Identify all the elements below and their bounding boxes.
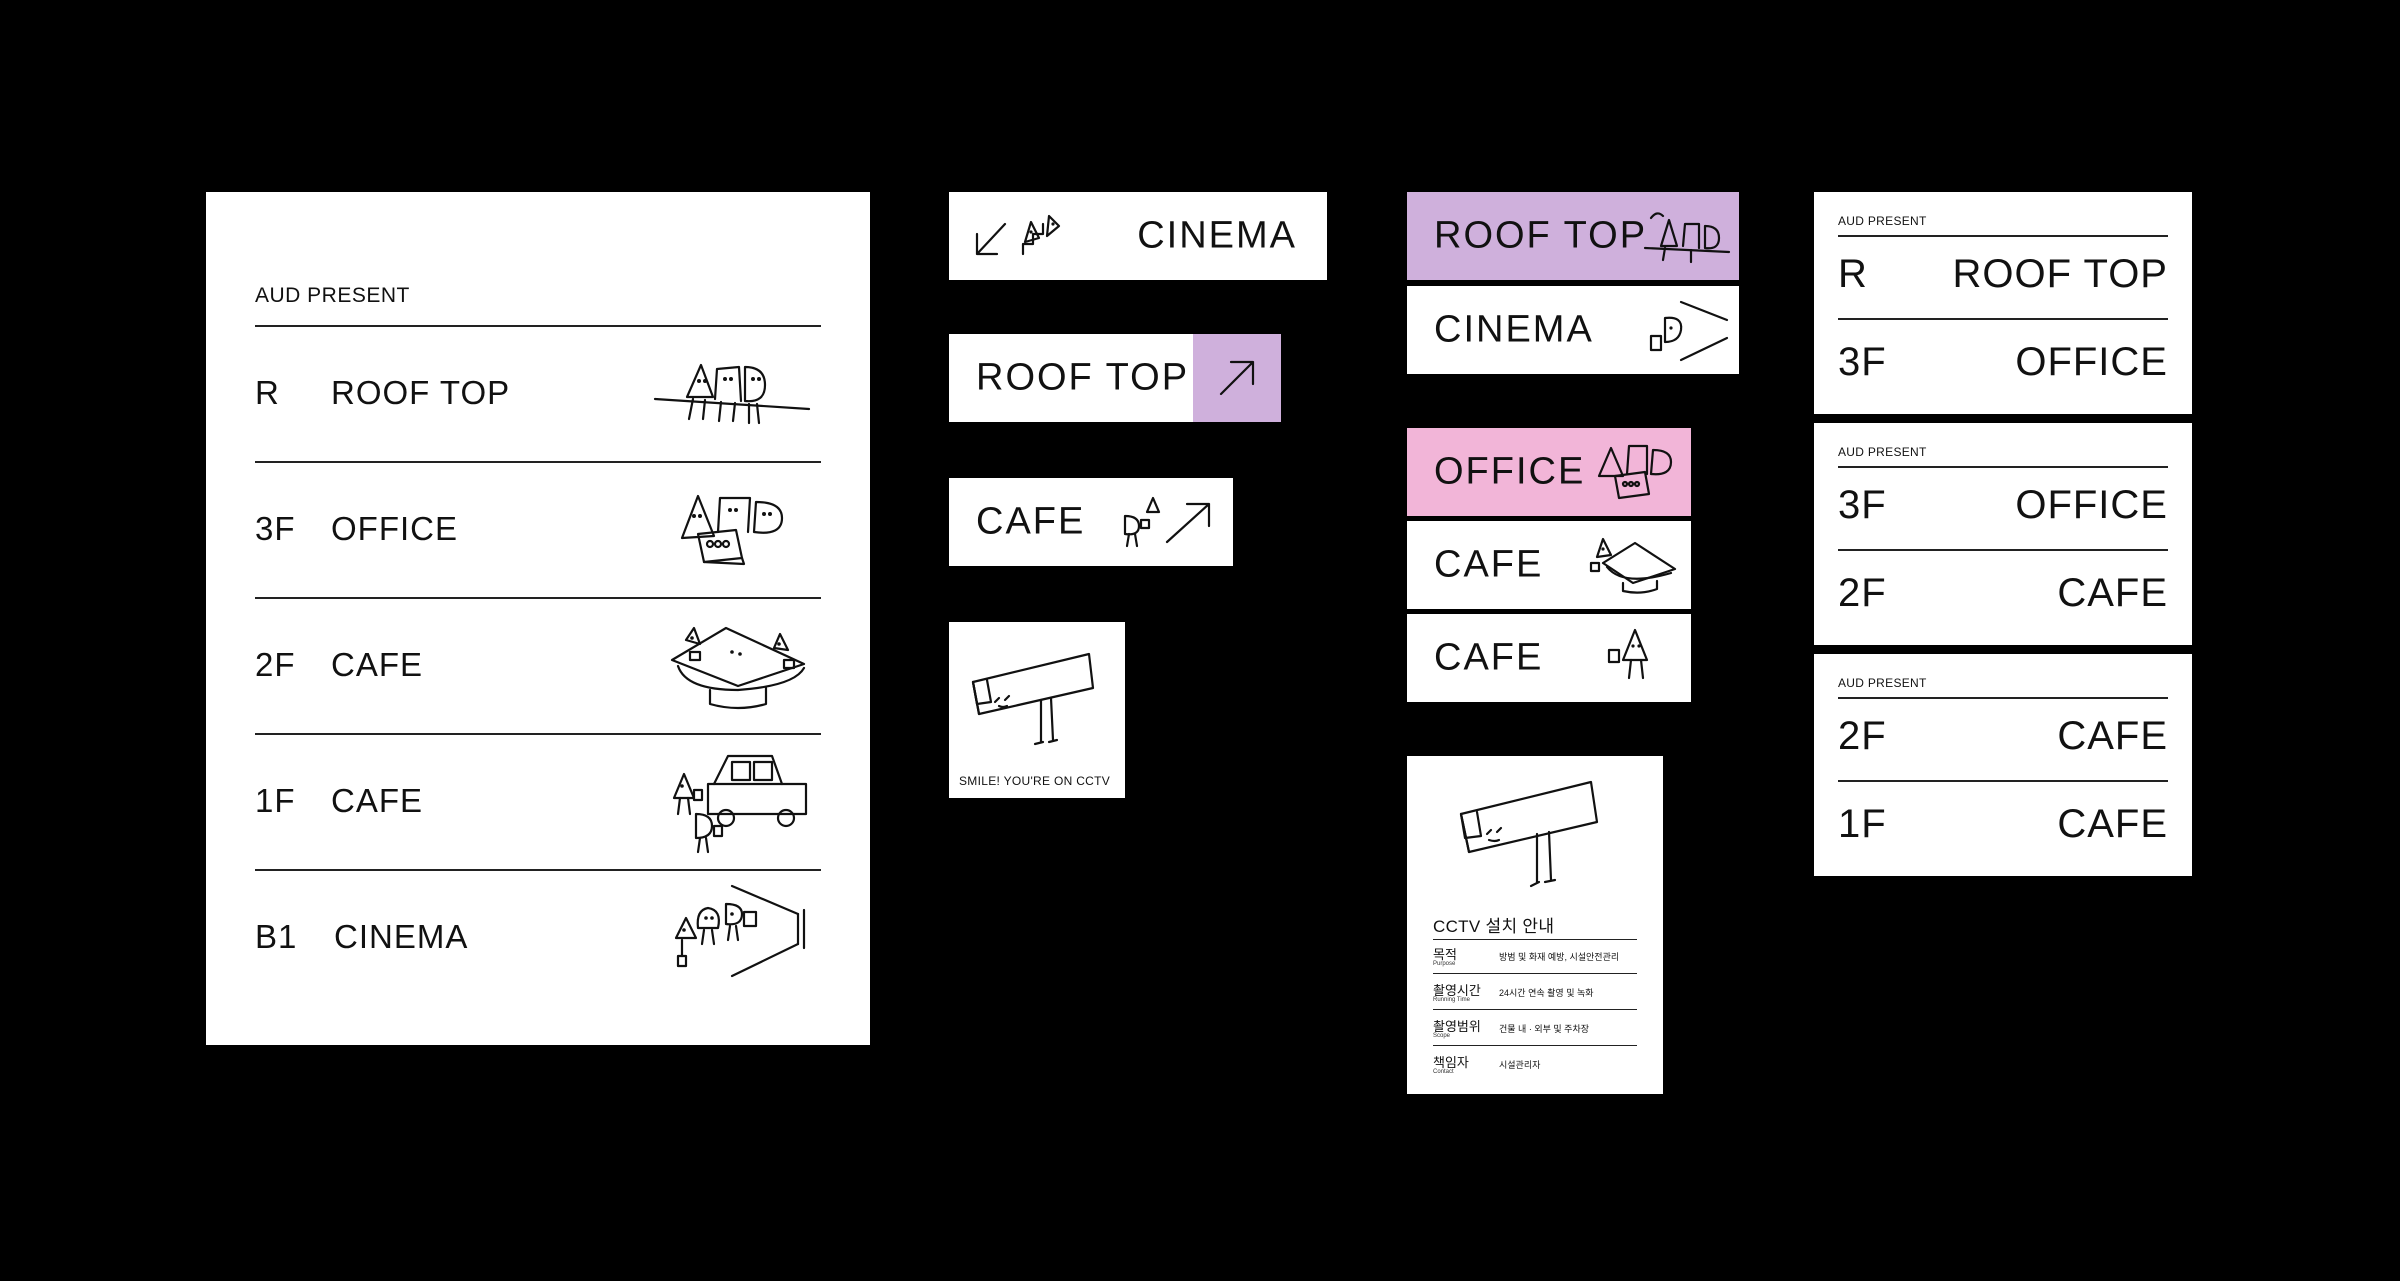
plate-name: ROOF TOP — [1952, 252, 2168, 296]
directory-floor-b1: B1 — [255, 918, 298, 955]
plate-name: CAFE — [2057, 714, 2168, 758]
plate-floor: 3F — [1838, 340, 1887, 384]
divider — [1433, 939, 1637, 940]
divider — [1838, 318, 2168, 320]
cafe-sign-label: CAFE — [976, 500, 1086, 543]
divider — [255, 597, 821, 599]
cafe-sign-white: CAFE — [1407, 521, 1691, 609]
characters-on-rooftop-icon — [1643, 212, 1731, 264]
cctv-camera-character-icon — [1459, 780, 1599, 888]
floor-plate-2: AUD PRESENT 3F OFFICE 2F CAFE — [1814, 423, 2192, 645]
rooftop-sign-lavender: ROOF TOP — [1407, 192, 1739, 280]
divider — [1838, 780, 2168, 782]
arrow-tab — [1193, 334, 1281, 422]
divider — [255, 461, 821, 463]
cctv-key-scope: 촬영범위 — [1433, 1019, 1481, 1034]
cafe-sign-white-2: CAFE — [1407, 614, 1691, 702]
character-with-coffee-icon — [1607, 628, 1649, 680]
directory-floor-r: R — [255, 374, 280, 411]
divider — [1433, 1009, 1637, 1010]
directory-name-cinema: CINEMA — [334, 918, 469, 955]
plate-floor: R — [1838, 252, 1868, 296]
cctv-value-purpose: 방범 및 화재 예방, 시설안전관리 — [1499, 952, 1620, 962]
plate-header: AUD PRESENT — [1838, 676, 1927, 690]
cafe-sign-label: CAFE — [1434, 543, 1544, 586]
floor-plate-3: AUD PRESENT 2F CAFE 1F CAFE — [1814, 654, 2192, 876]
cctv-key-purpose: 목적 — [1433, 947, 1457, 962]
characters-with-laptop-icon — [680, 494, 784, 566]
plate-floor: 2F — [1838, 714, 1887, 758]
floor-plate-1: AUD PRESENT R ROOF TOP 3F OFFICE — [1814, 192, 2192, 414]
characters-with-laptop-icon — [1597, 444, 1673, 500]
divider — [1838, 235, 2168, 237]
characters-on-cafe-table-icon — [1589, 537, 1677, 594]
rooftop-direction-sign: ROOF TOP — [949, 334, 1281, 422]
cctv-sticker: SMILE! YOU'RE ON CCTV — [949, 622, 1125, 798]
rooftop-sign-label: ROOF TOP — [976, 356, 1190, 399]
divider — [1838, 697, 2168, 699]
directory-floor-2f: 2F — [255, 646, 296, 683]
plate-floor: 2F — [1838, 571, 1887, 615]
directory-name-rooftop: ROOF TOP — [331, 374, 511, 411]
office-sign-label: OFFICE — [1434, 450, 1586, 493]
arrow-up-right-icon — [1123, 496, 1211, 548]
cctv-key-contact: 책임자 — [1433, 1055, 1469, 1070]
cafe-direction-sign: CAFE — [949, 478, 1233, 566]
divider — [1433, 973, 1637, 974]
characters-on-cafe-table-icon — [670, 626, 806, 710]
cctv-key-running-time-en: Running Time — [1433, 997, 1471, 1003]
cinema-sign-label: CINEMA — [1434, 308, 1594, 351]
divider — [255, 733, 821, 735]
directory-header: AUD PRESENT — [255, 284, 410, 307]
cinema-direction-sign: CINEMA — [949, 192, 1327, 280]
directory-floor-1f: 1F — [255, 782, 296, 819]
rooftop-sign-label: ROOF TOP — [1434, 214, 1648, 257]
cctv-camera-character-icon — [971, 652, 1095, 746]
cctv-key-purpose-en: Purpose — [1433, 961, 1456, 967]
cctv-key-running-time: 촬영시간 — [1433, 983, 1481, 998]
plate-floor: 3F — [1838, 483, 1887, 527]
characters-on-rooftop-icon — [653, 363, 811, 425]
plate-name: OFFICE — [2015, 340, 2168, 384]
office-sign-pink: OFFICE — [1407, 428, 1691, 516]
cctv-key-contact-en: Contact — [1433, 1069, 1454, 1075]
character-with-projector-icon — [1649, 300, 1729, 362]
plate-name: CAFE — [2057, 571, 2168, 615]
characters-with-coffee-car-icon — [672, 754, 808, 854]
cctv-value-scope: 건물 내 · 외부 및 주차장 — [1499, 1024, 1590, 1034]
cafe-sign-label: CAFE — [1434, 636, 1544, 679]
cctv-notice-board: CCTV 설치 안내 목적 Purpose 방범 및 화재 예방, 시설안전관리… — [1407, 756, 1663, 1094]
plate-header: AUD PRESENT — [1838, 214, 1927, 228]
divider — [1838, 549, 2168, 551]
cinema-sign-label: CINEMA — [1137, 214, 1297, 257]
plate-name: OFFICE — [2015, 483, 2168, 527]
divider — [1433, 1045, 1637, 1046]
characters-watching-projector-icon — [674, 884, 806, 978]
cctv-key-scope-en: Scope — [1433, 1033, 1451, 1039]
cctv-notice-title: CCTV 설치 안내 — [1433, 917, 1555, 936]
arrow-up-right-icon — [1219, 360, 1255, 396]
divider — [255, 325, 821, 327]
directory-floor-3f: 3F — [255, 510, 296, 547]
cctv-sticker-label: SMILE! YOU'RE ON CCTV — [959, 774, 1111, 788]
directory-name-cafe: CAFE — [331, 782, 424, 819]
plate-header: AUD PRESENT — [1838, 445, 1927, 459]
divider — [255, 869, 821, 871]
cctv-value-running-time: 24시간 연속 촬영 및 녹화 — [1499, 988, 1594, 998]
cinema-sign-white: CINEMA — [1407, 286, 1739, 374]
arrow-down-left-icon — [975, 214, 1061, 256]
plate-floor: 1F — [1838, 802, 1887, 846]
plate-name: CAFE — [2057, 802, 2168, 846]
floor-directory-panel: AUD PRESENT R ROOF TOP 3F OFFICE 2F CAFE… — [206, 192, 870, 1045]
directory-name-office: OFFICE — [331, 510, 458, 547]
directory-name-cafe: CAFE — [331, 646, 424, 683]
divider — [1838, 466, 2168, 468]
cctv-value-contact: 시설관리자 — [1499, 1060, 1541, 1070]
